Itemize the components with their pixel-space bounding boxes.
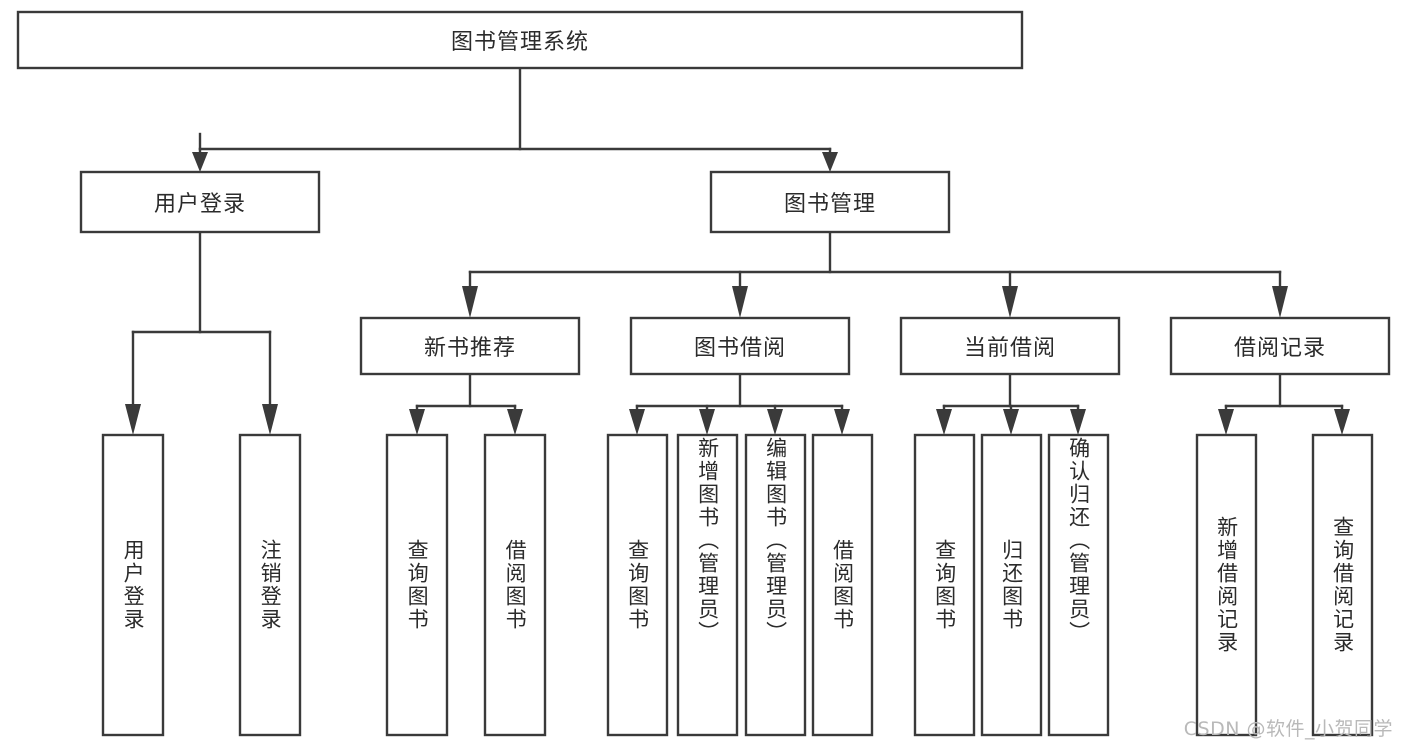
arrowhead-bb-borrow-book xyxy=(834,409,850,435)
node-box-book-manage[interactable] xyxy=(709,170,951,234)
connector-group-book-borrow-to-leaves xyxy=(629,372,850,435)
node-box-current-borrow[interactable] xyxy=(899,316,1121,376)
arrowhead-bb-add-book xyxy=(699,409,715,435)
leaf-box-bb-query-book[interactable] xyxy=(606,433,669,737)
arrowhead-bb-edit-book xyxy=(767,409,783,435)
arrowhead-br-query-record xyxy=(1334,409,1350,435)
arrowhead-user-login xyxy=(192,152,208,172)
leaf-box-br-add-record[interactable] xyxy=(1195,433,1258,737)
leaf-box-user-login[interactable] xyxy=(101,433,165,737)
leaf-box-nbr-borrow-book[interactable] xyxy=(483,433,547,737)
arrowhead-new-book-rec xyxy=(462,286,478,318)
arrowhead-br-add-record xyxy=(1218,409,1234,435)
node-box-root[interactable] xyxy=(16,10,1024,70)
leaf-box-bb-borrow-book[interactable] xyxy=(811,433,874,737)
connector-group-current-borrow-to-leaves xyxy=(936,372,1086,435)
arrowhead-nbr-borrow-book xyxy=(507,409,523,435)
leaf-box-bb-edit-book[interactable] xyxy=(744,433,807,737)
arrowhead-nbr-query-book xyxy=(409,409,425,435)
arrowhead-borrow-record xyxy=(1272,286,1288,318)
arrowhead-leaf-user-login xyxy=(125,404,141,435)
leaf-box-bb-add-book[interactable] xyxy=(676,433,739,737)
leaf-box-cb-confirm-return[interactable] xyxy=(1047,433,1110,737)
leaf-box-nbr-query-book[interactable] xyxy=(385,433,449,737)
leaf-box-logout[interactable] xyxy=(238,433,302,737)
arrowhead-cb-confirm-return xyxy=(1070,409,1086,435)
arrowhead-bb-query-book xyxy=(629,409,645,435)
leaf-box-br-query-record[interactable] xyxy=(1311,433,1374,737)
node-box-borrow-record[interactable] xyxy=(1169,316,1391,376)
connector-group-borrow-record-to-leaves xyxy=(1218,372,1350,435)
connector-group-root-to-level2 xyxy=(192,66,838,172)
node-box-new-book-recommend[interactable] xyxy=(359,316,581,376)
connector-group-user-login-to-leaves xyxy=(125,230,278,435)
connector-group-book-manage-to-level3 xyxy=(462,230,1288,318)
arrowhead-book-manage xyxy=(822,152,838,172)
arrowhead-leaf-logout xyxy=(262,404,278,435)
arrowhead-cb-query-book xyxy=(936,409,952,435)
arrowhead-current-borrow xyxy=(1002,286,1018,318)
node-box-user-login[interactable] xyxy=(79,170,321,234)
leaf-box-cb-query-book[interactable] xyxy=(913,433,976,737)
node-box-book-borrow[interactable] xyxy=(629,316,851,376)
csdn-watermark: CSDN @软件_小贺同学 xyxy=(1183,718,1393,740)
arrowhead-book-borrow xyxy=(732,286,748,318)
connector-group-new-book-rec-to-leaves xyxy=(409,372,523,435)
leaf-box-cb-return-book[interactable] xyxy=(980,433,1043,737)
arrowhead-cb-return-book xyxy=(1003,409,1019,435)
